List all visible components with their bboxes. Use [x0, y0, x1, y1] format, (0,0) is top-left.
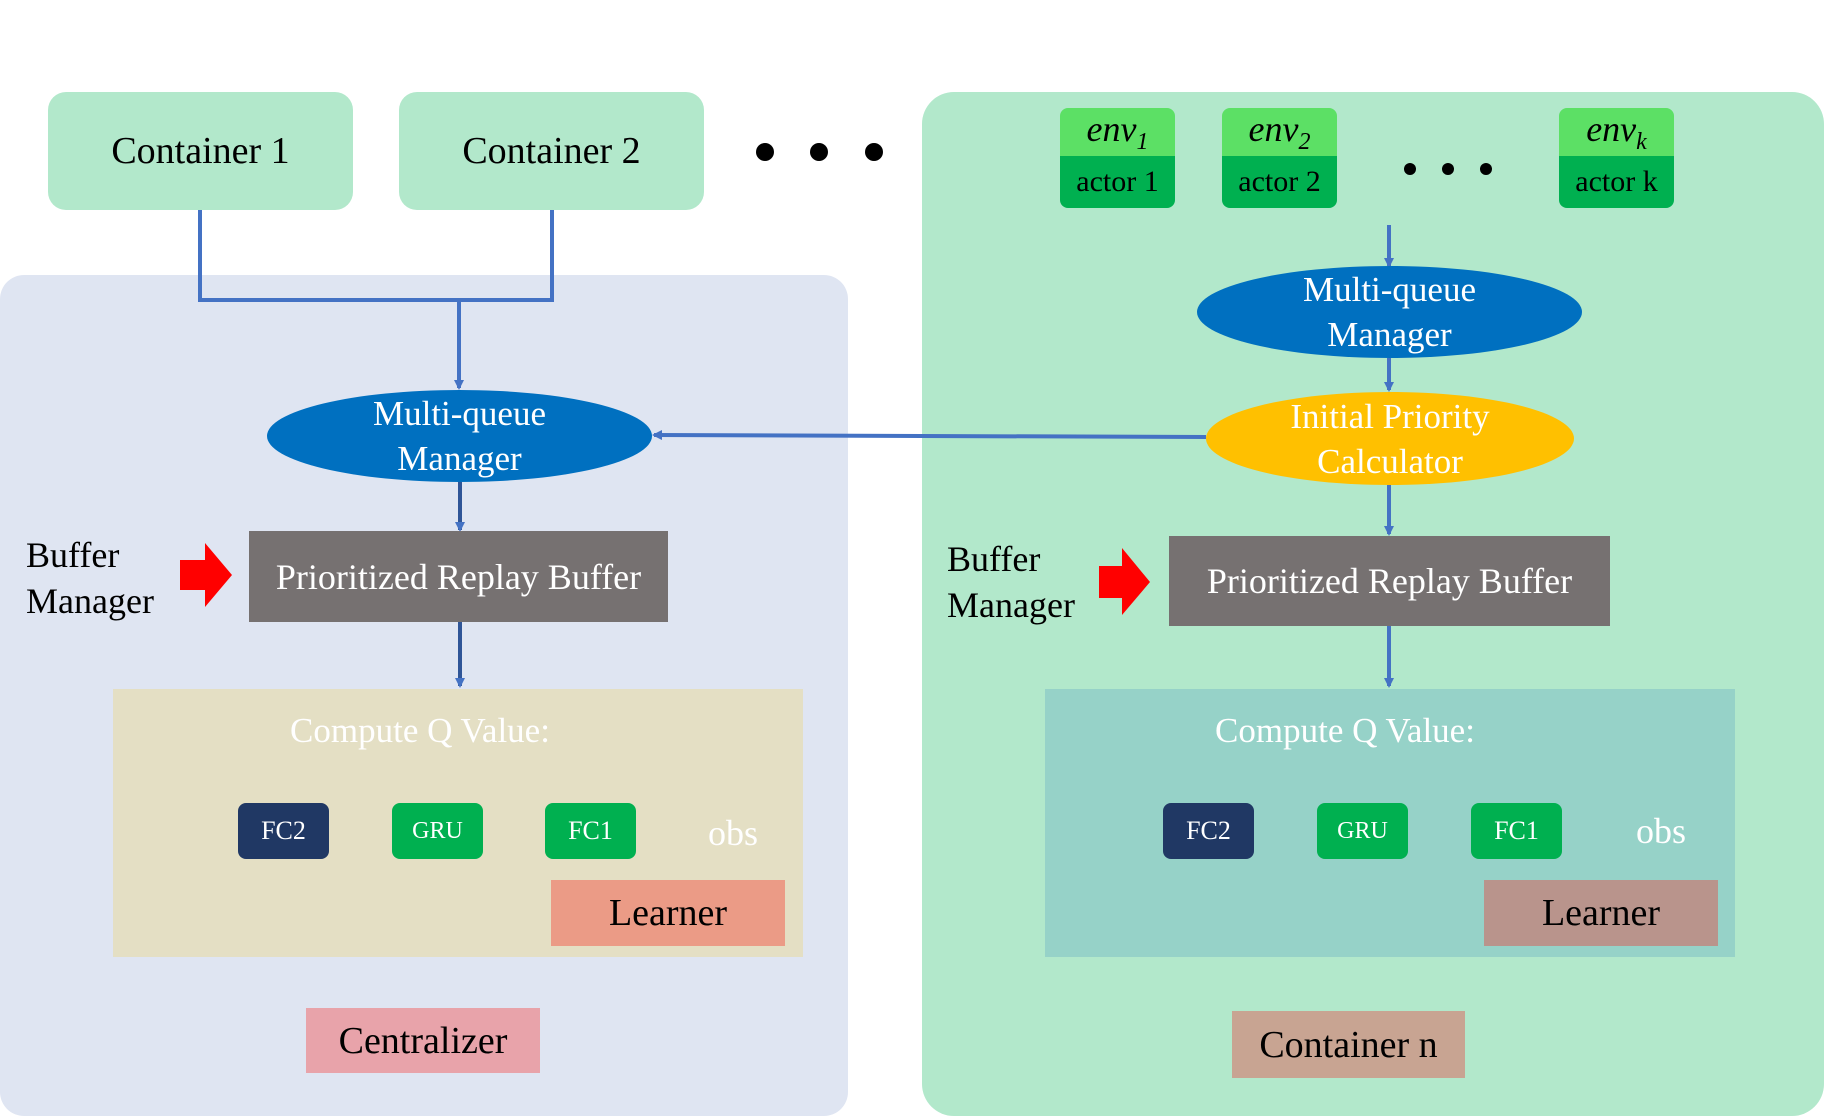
multiqueue-manager-right: Multi-queue Manager	[1197, 266, 1582, 358]
env-1-box: env1	[1060, 108, 1175, 156]
actor-1-label: actor 1	[1076, 165, 1159, 198]
env-k-box: envk	[1559, 108, 1674, 156]
replay-buffer-left: Prioritized Replay Buffer	[249, 531, 668, 622]
env-1-label: env1	[1086, 108, 1149, 156]
replay-buffer-label-right: Prioritized Replay Buffer	[1206, 561, 1573, 601]
ellipsis-dot	[756, 143, 774, 161]
obs-label-left: obs	[708, 813, 759, 853]
learner-box-right: Learner	[1484, 880, 1718, 946]
container-2-label: Container 2	[462, 130, 641, 172]
arrow-priority-to-centralizer	[652, 430, 1207, 441]
line-container2	[459, 210, 554, 302]
actor-2-label: actor 2	[1238, 165, 1321, 198]
gru-node-right: GRU	[1317, 803, 1408, 859]
container-1-label: Container 1	[111, 130, 290, 172]
buffer-manager-label-left: Buffer Manager	[26, 535, 154, 621]
container-n-label-box: Container n	[1232, 1011, 1465, 1078]
learner-label-right: Learner	[1541, 892, 1661, 934]
multiqueue-manager-left: Multi-queue Manager	[267, 390, 652, 482]
priority-calculator: Initial Priority Calculator	[1206, 392, 1574, 485]
ellipsis-dot	[810, 143, 828, 161]
gru-label-right: GRU	[1337, 817, 1388, 844]
centralizer-label-box: Centralizer	[306, 1008, 540, 1073]
env-2-box: env2	[1222, 108, 1337, 156]
gru-label-left: GRU	[412, 817, 463, 844]
fc1-node-left: FC1	[545, 803, 636, 859]
multiqueue-label-right: Multi-queue Manager	[1302, 270, 1477, 354]
container-n-label: Container n	[1259, 1023, 1438, 1066]
compute-q-title-left: Compute Q Value:	[290, 711, 550, 750]
ellipsis-dot	[1404, 163, 1416, 175]
fc1-label-right: FC1	[1494, 816, 1539, 845]
buffer-manager-label-right: Buffer Manager	[947, 539, 1075, 625]
gru-node-left: GRU	[392, 803, 483, 859]
replay-buffer-right: Prioritized Replay Buffer	[1169, 536, 1610, 626]
container-2-box: Container 2	[399, 92, 704, 210]
obs-label-right: obs	[1636, 811, 1687, 851]
line-container1	[198, 210, 459, 302]
red-arrow-right	[1099, 548, 1150, 615]
actor-1-box: actor 1	[1060, 156, 1175, 208]
compute-q-title-right: Compute Q Value:	[1215, 711, 1475, 750]
centralizer-label: Centralizer	[338, 1019, 508, 1062]
fc2-node-right: FC2	[1163, 803, 1254, 859]
fc2-node-left: FC2	[238, 803, 329, 859]
fc1-label-left: FC1	[568, 816, 613, 845]
env-2-label: env2	[1248, 108, 1311, 156]
ellipsis-dot	[865, 143, 883, 161]
env-k-label: envk	[1586, 108, 1647, 156]
actor-k-label: actor k	[1575, 165, 1658, 198]
replay-buffer-label-left: Prioritized Replay Buffer	[275, 556, 642, 597]
ellipsis-dot	[1480, 163, 1492, 175]
ellipsis-dot	[1442, 163, 1454, 175]
fc1-node-right: FC1	[1471, 803, 1562, 859]
learner-box-left: Learner	[551, 880, 785, 946]
red-arrow-left	[180, 543, 232, 607]
learner-label-left: Learner	[608, 892, 728, 934]
fc2-label-right: FC2	[1186, 816, 1231, 845]
actor-2-box: actor 2	[1222, 156, 1337, 208]
priority-calculator-label: Initial Priority Calculator	[1290, 396, 1490, 481]
multiqueue-label-left: Multi-queue Manager	[372, 394, 547, 478]
container-1-box: Container 1	[48, 92, 353, 210]
actor-k-box: actor k	[1559, 156, 1674, 208]
fc2-label-left: FC2	[261, 816, 306, 845]
